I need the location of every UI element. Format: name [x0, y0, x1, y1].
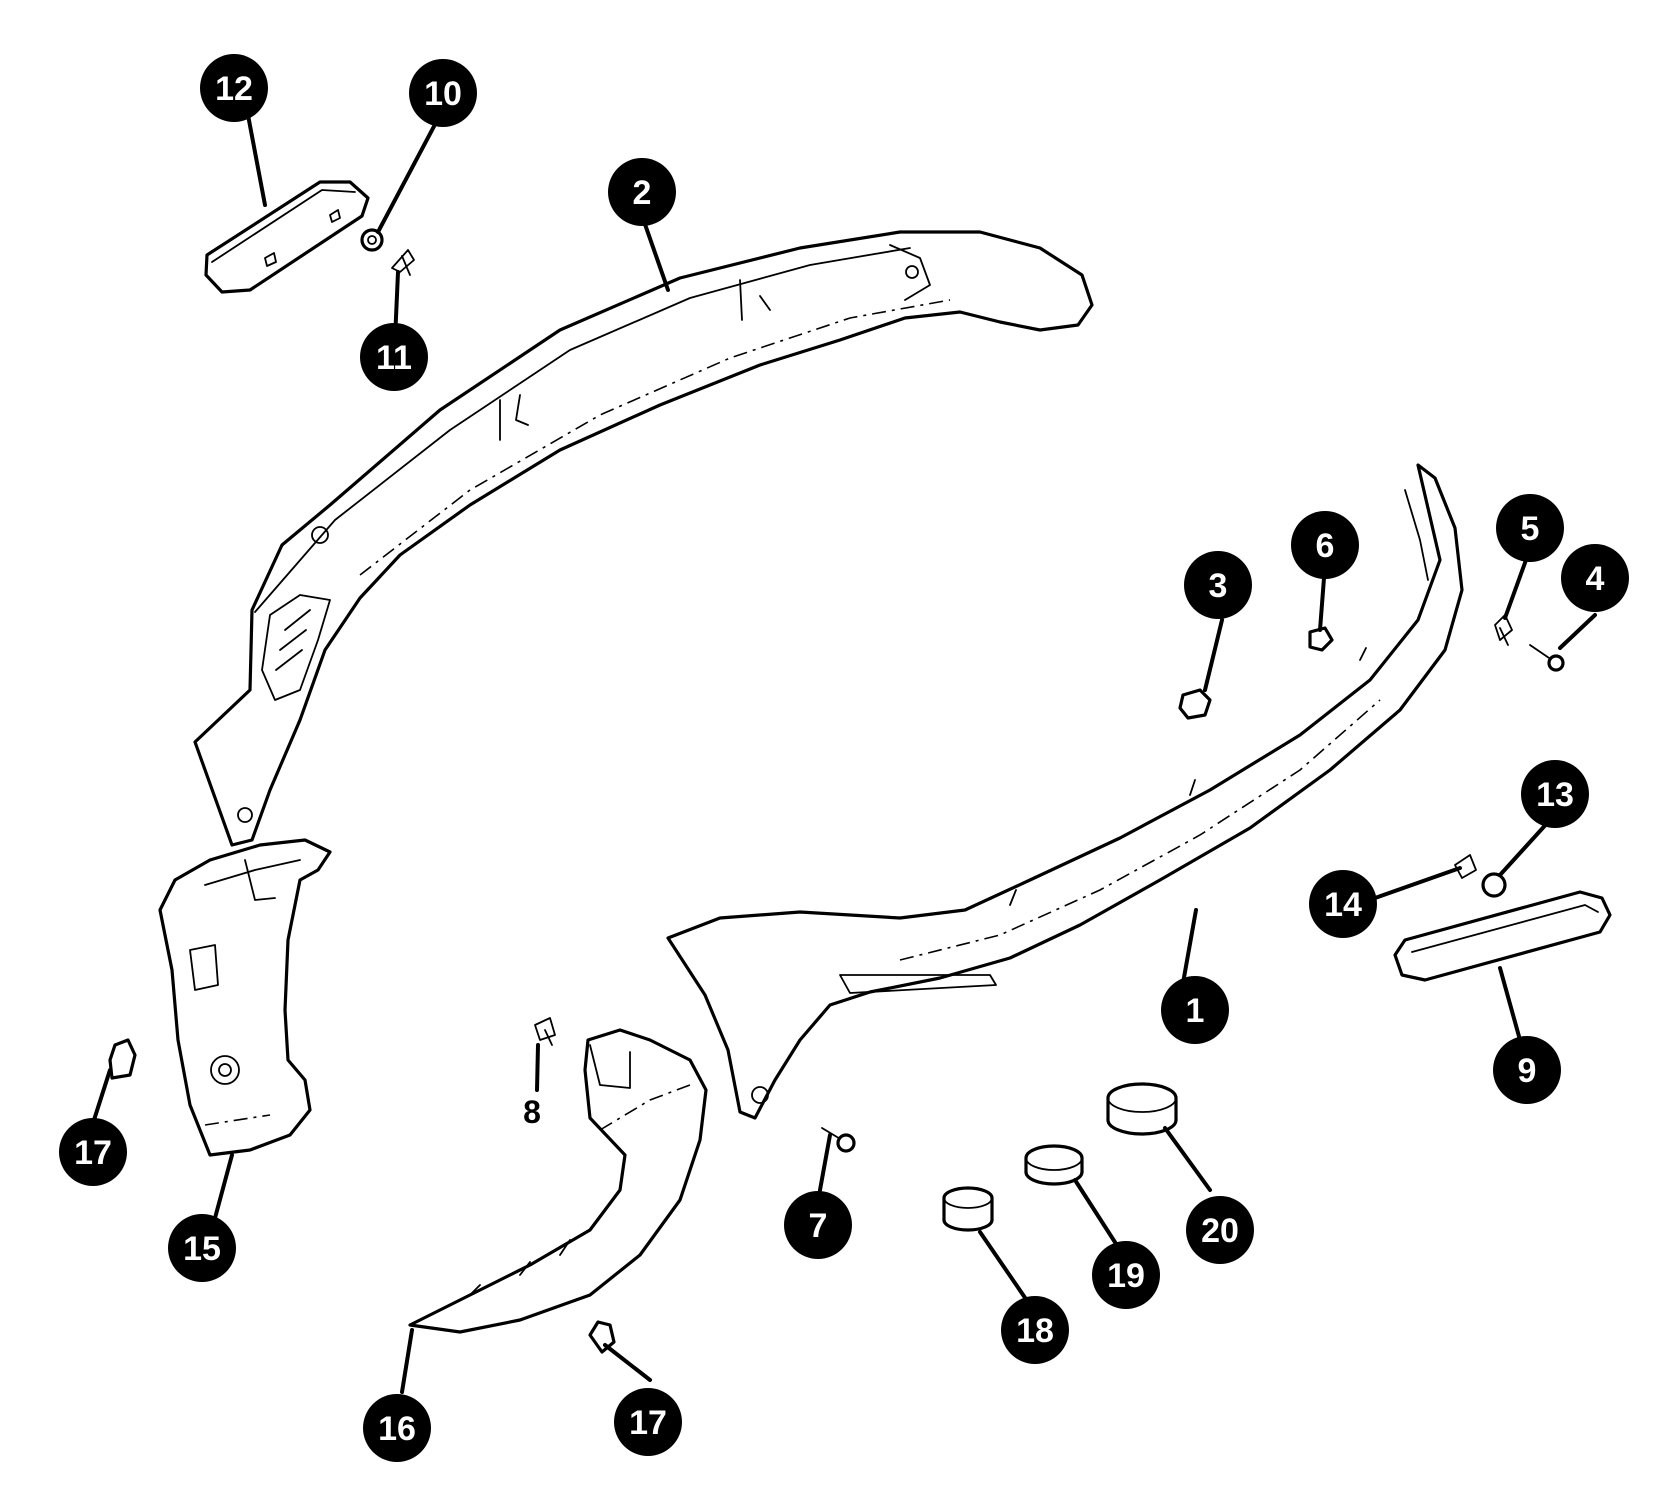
callout-15: 15	[168, 1214, 236, 1282]
callout-6-label: 6	[1316, 527, 1335, 565]
callout-18: 18	[1001, 1296, 1069, 1364]
part-lower-bumper-valance	[666, 463, 1464, 1120]
callout-13: 13	[1521, 760, 1589, 828]
callout-17-left: 17	[59, 1118, 127, 1186]
callout-7: 7	[784, 1191, 852, 1259]
callout-8-label: 8	[523, 1094, 541, 1130]
part-clip-3	[1178, 688, 1212, 720]
callout-17-left-label: 17	[74, 1134, 112, 1172]
callout-16-label: 16	[378, 1410, 416, 1448]
callout-9-label: 9	[1518, 1052, 1537, 1090]
part-lower-pad	[1393, 890, 1612, 982]
callout-17-center: 17	[614, 1388, 682, 1456]
callout-4: 4	[1561, 544, 1629, 612]
part-plug-17b	[588, 1320, 616, 1354]
callout-5-label: 5	[1521, 510, 1540, 548]
part-grommet-20	[1106, 1082, 1178, 1136]
part-clip-5	[1494, 614, 1513, 646]
part-clip-8	[534, 1017, 556, 1046]
callout-20: 20	[1186, 1196, 1254, 1264]
callout-1-label: 1	[1186, 992, 1205, 1030]
callout-9: 9	[1493, 1036, 1561, 1104]
callout-14-label: 14	[1324, 886, 1362, 924]
callout-2: 2	[608, 158, 676, 226]
callout-5: 5	[1496, 494, 1564, 562]
callout-8: 8	[523, 1094, 541, 1130]
callout-14: 14	[1309, 870, 1377, 938]
part-clip-14	[1454, 854, 1477, 879]
part-grommet-18	[942, 1186, 994, 1232]
part-plug-17a	[108, 1038, 137, 1080]
part-grommet-19	[1024, 1144, 1084, 1186]
callout-15-label: 15	[183, 1230, 221, 1268]
callout-2-label: 2	[633, 174, 652, 212]
part-nut-13	[1481, 872, 1507, 898]
callout-6: 6	[1291, 511, 1359, 579]
part-clip-11	[391, 249, 415, 276]
callout-19-label: 19	[1107, 1257, 1145, 1295]
part-center-bracket	[408, 1028, 708, 1334]
callout-18-label: 18	[1016, 1312, 1054, 1350]
part-bolt-4	[1529, 644, 1565, 672]
callout-12-label: 12	[215, 70, 253, 108]
callout-11: 11	[360, 323, 428, 391]
part-upper-pad	[204, 180, 370, 294]
callout-10: 10	[409, 59, 477, 127]
part-clip-6	[1308, 626, 1334, 652]
callout-11-label: 11	[376, 339, 412, 377]
callout-4-label: 4	[1586, 560, 1605, 598]
callout-3: 3	[1184, 551, 1252, 619]
part-upper-bumper-cover	[193, 230, 1094, 847]
callout-1: 1	[1161, 976, 1229, 1044]
part-nut-10	[360, 228, 384, 252]
part-left-corner-bracket	[158, 838, 332, 1157]
callout-13-label: 13	[1536, 776, 1574, 814]
callout-3-label: 3	[1209, 567, 1228, 605]
callout-7-label: 7	[809, 1207, 828, 1245]
callout-10-label: 10	[424, 75, 462, 113]
part-bolt-7	[821, 1127, 856, 1153]
callout-12: 12	[200, 54, 268, 122]
callout-16: 16	[363, 1394, 431, 1462]
callout-19: 19	[1092, 1241, 1160, 1309]
callout-17-center-label: 17	[629, 1404, 667, 1442]
callout-20-label: 20	[1201, 1212, 1239, 1250]
